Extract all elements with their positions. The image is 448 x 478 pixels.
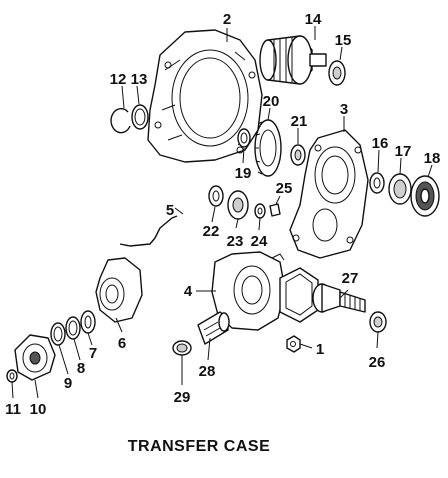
callout-8: 8	[77, 360, 85, 377]
callout-27: 27	[342, 270, 359, 287]
callout-18: 18	[424, 150, 441, 167]
part-29-seal	[172, 340, 192, 356]
callout-28: 28	[199, 363, 216, 380]
callout-24: 24	[251, 233, 268, 250]
callout-14: 14	[305, 11, 322, 28]
part-8-ring	[65, 316, 81, 340]
callout-17: 17	[395, 143, 412, 160]
callout-19: 19	[235, 165, 252, 182]
part-13-ring	[131, 104, 149, 130]
callout-labels: 2 14 15 12 13 20 3 21 16 17 18 19 25 5 2…	[5, 11, 440, 418]
part-28-input-shaft	[197, 311, 230, 345]
callout-26: 26	[369, 354, 386, 371]
callout-3: 3	[340, 101, 348, 118]
part-12-snap-ring	[110, 107, 131, 134]
callout-20: 20	[263, 93, 280, 110]
part-24-washer	[254, 203, 266, 219]
part-15-bearing	[328, 60, 346, 86]
part-26-bearing	[369, 311, 387, 333]
part-9-ring	[50, 322, 66, 346]
callout-21: 21	[291, 113, 308, 130]
part-1-bolt	[286, 335, 301, 353]
diagram-title: TRANSFER CASE	[127, 438, 271, 455]
callout-4: 4	[184, 283, 193, 300]
part-11-nut	[6, 369, 18, 383]
part-5-hose	[119, 215, 178, 247]
callout-7: 7	[89, 345, 97, 362]
part-14-drum	[259, 35, 327, 85]
part-6-front-housing	[95, 257, 143, 323]
callout-12: 12	[110, 71, 127, 88]
callout-15: 15	[335, 32, 352, 49]
callout-1: 1	[316, 341, 324, 358]
callout-23: 23	[227, 233, 244, 250]
part-3-rear-housing	[289, 129, 369, 259]
part-21-bearing	[290, 144, 306, 166]
callout-9: 9	[64, 375, 72, 392]
part-16-seal	[369, 172, 385, 194]
part-27-output-shaft	[312, 283, 366, 313]
callout-25: 25	[276, 180, 293, 197]
callout-10: 10	[30, 401, 47, 418]
part-10-flange	[14, 334, 56, 381]
part-22-bearing	[208, 185, 224, 207]
leader-lines	[11, 26, 433, 399]
callout-2: 2	[223, 11, 231, 28]
part-4-center-housing	[211, 251, 286, 331]
part-7-ring	[80, 310, 96, 334]
part-23-gear	[227, 190, 249, 220]
callout-22: 22	[203, 223, 220, 240]
gasket	[279, 267, 319, 323]
callout-13: 13	[131, 71, 148, 88]
part-17-bearing	[388, 173, 412, 205]
callout-11: 11	[5, 401, 21, 418]
part-2-housing	[147, 29, 263, 163]
callout-29: 29	[174, 389, 191, 406]
part-18-flange	[410, 175, 440, 217]
callout-5: 5	[166, 202, 174, 219]
part-25-sleeve	[269, 203, 281, 217]
callout-16: 16	[372, 135, 389, 152]
part-19-ring	[237, 128, 251, 148]
callout-6: 6	[118, 335, 126, 352]
part-20-gear	[254, 119, 282, 177]
